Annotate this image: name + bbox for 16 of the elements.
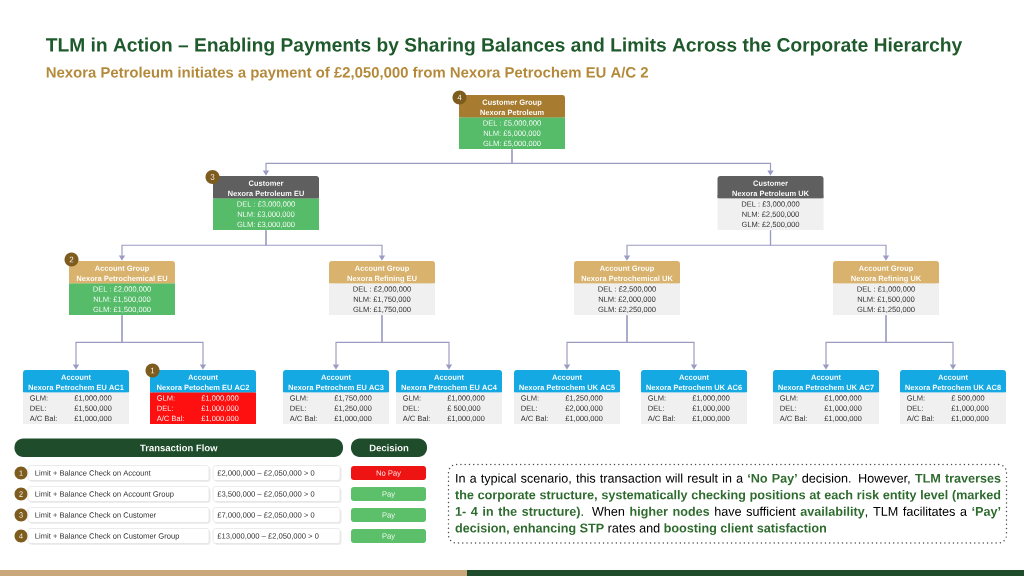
connector-arrow (769, 229, 890, 261)
connector-arrow (381, 314, 453, 370)
step-badge: 4 (452, 90, 467, 105)
connector-arrow (511, 148, 774, 176)
table-header: Transaction Flow (14, 438, 343, 457)
connector-arrow (121, 314, 207, 370)
title: TLM in Action – Enabling Payments by Sharing Balances and Limits Across the Corporate Hierarchy (46, 37, 963, 56)
step-badge: 1 (145, 363, 160, 378)
step-badge: 2 (64, 252, 79, 267)
subtitle: Nexora Petroleum initiates a payment of £2,050,000 from Nexora Petrochem EU A/C 2 (46, 66, 648, 81)
connector-arrow (885, 314, 957, 370)
step-badge: 3 (205, 170, 220, 184)
connector-arrow (265, 229, 386, 261)
connector-arrow (626, 314, 698, 370)
table-header: Decision (351, 438, 427, 457)
note-box: In a typical scenario, this transaction will result in a ‘No Pay’ decision. However, TLM traverses the corporate structure, systematically checking positions at each risk entity level (marked 1- 4 in the structure). When higher nodes have sufficient availability, TLM facilitates a ‘Pay’ decision, enhancing STP rates and boosting client satisfaction (447, 463, 1008, 544)
